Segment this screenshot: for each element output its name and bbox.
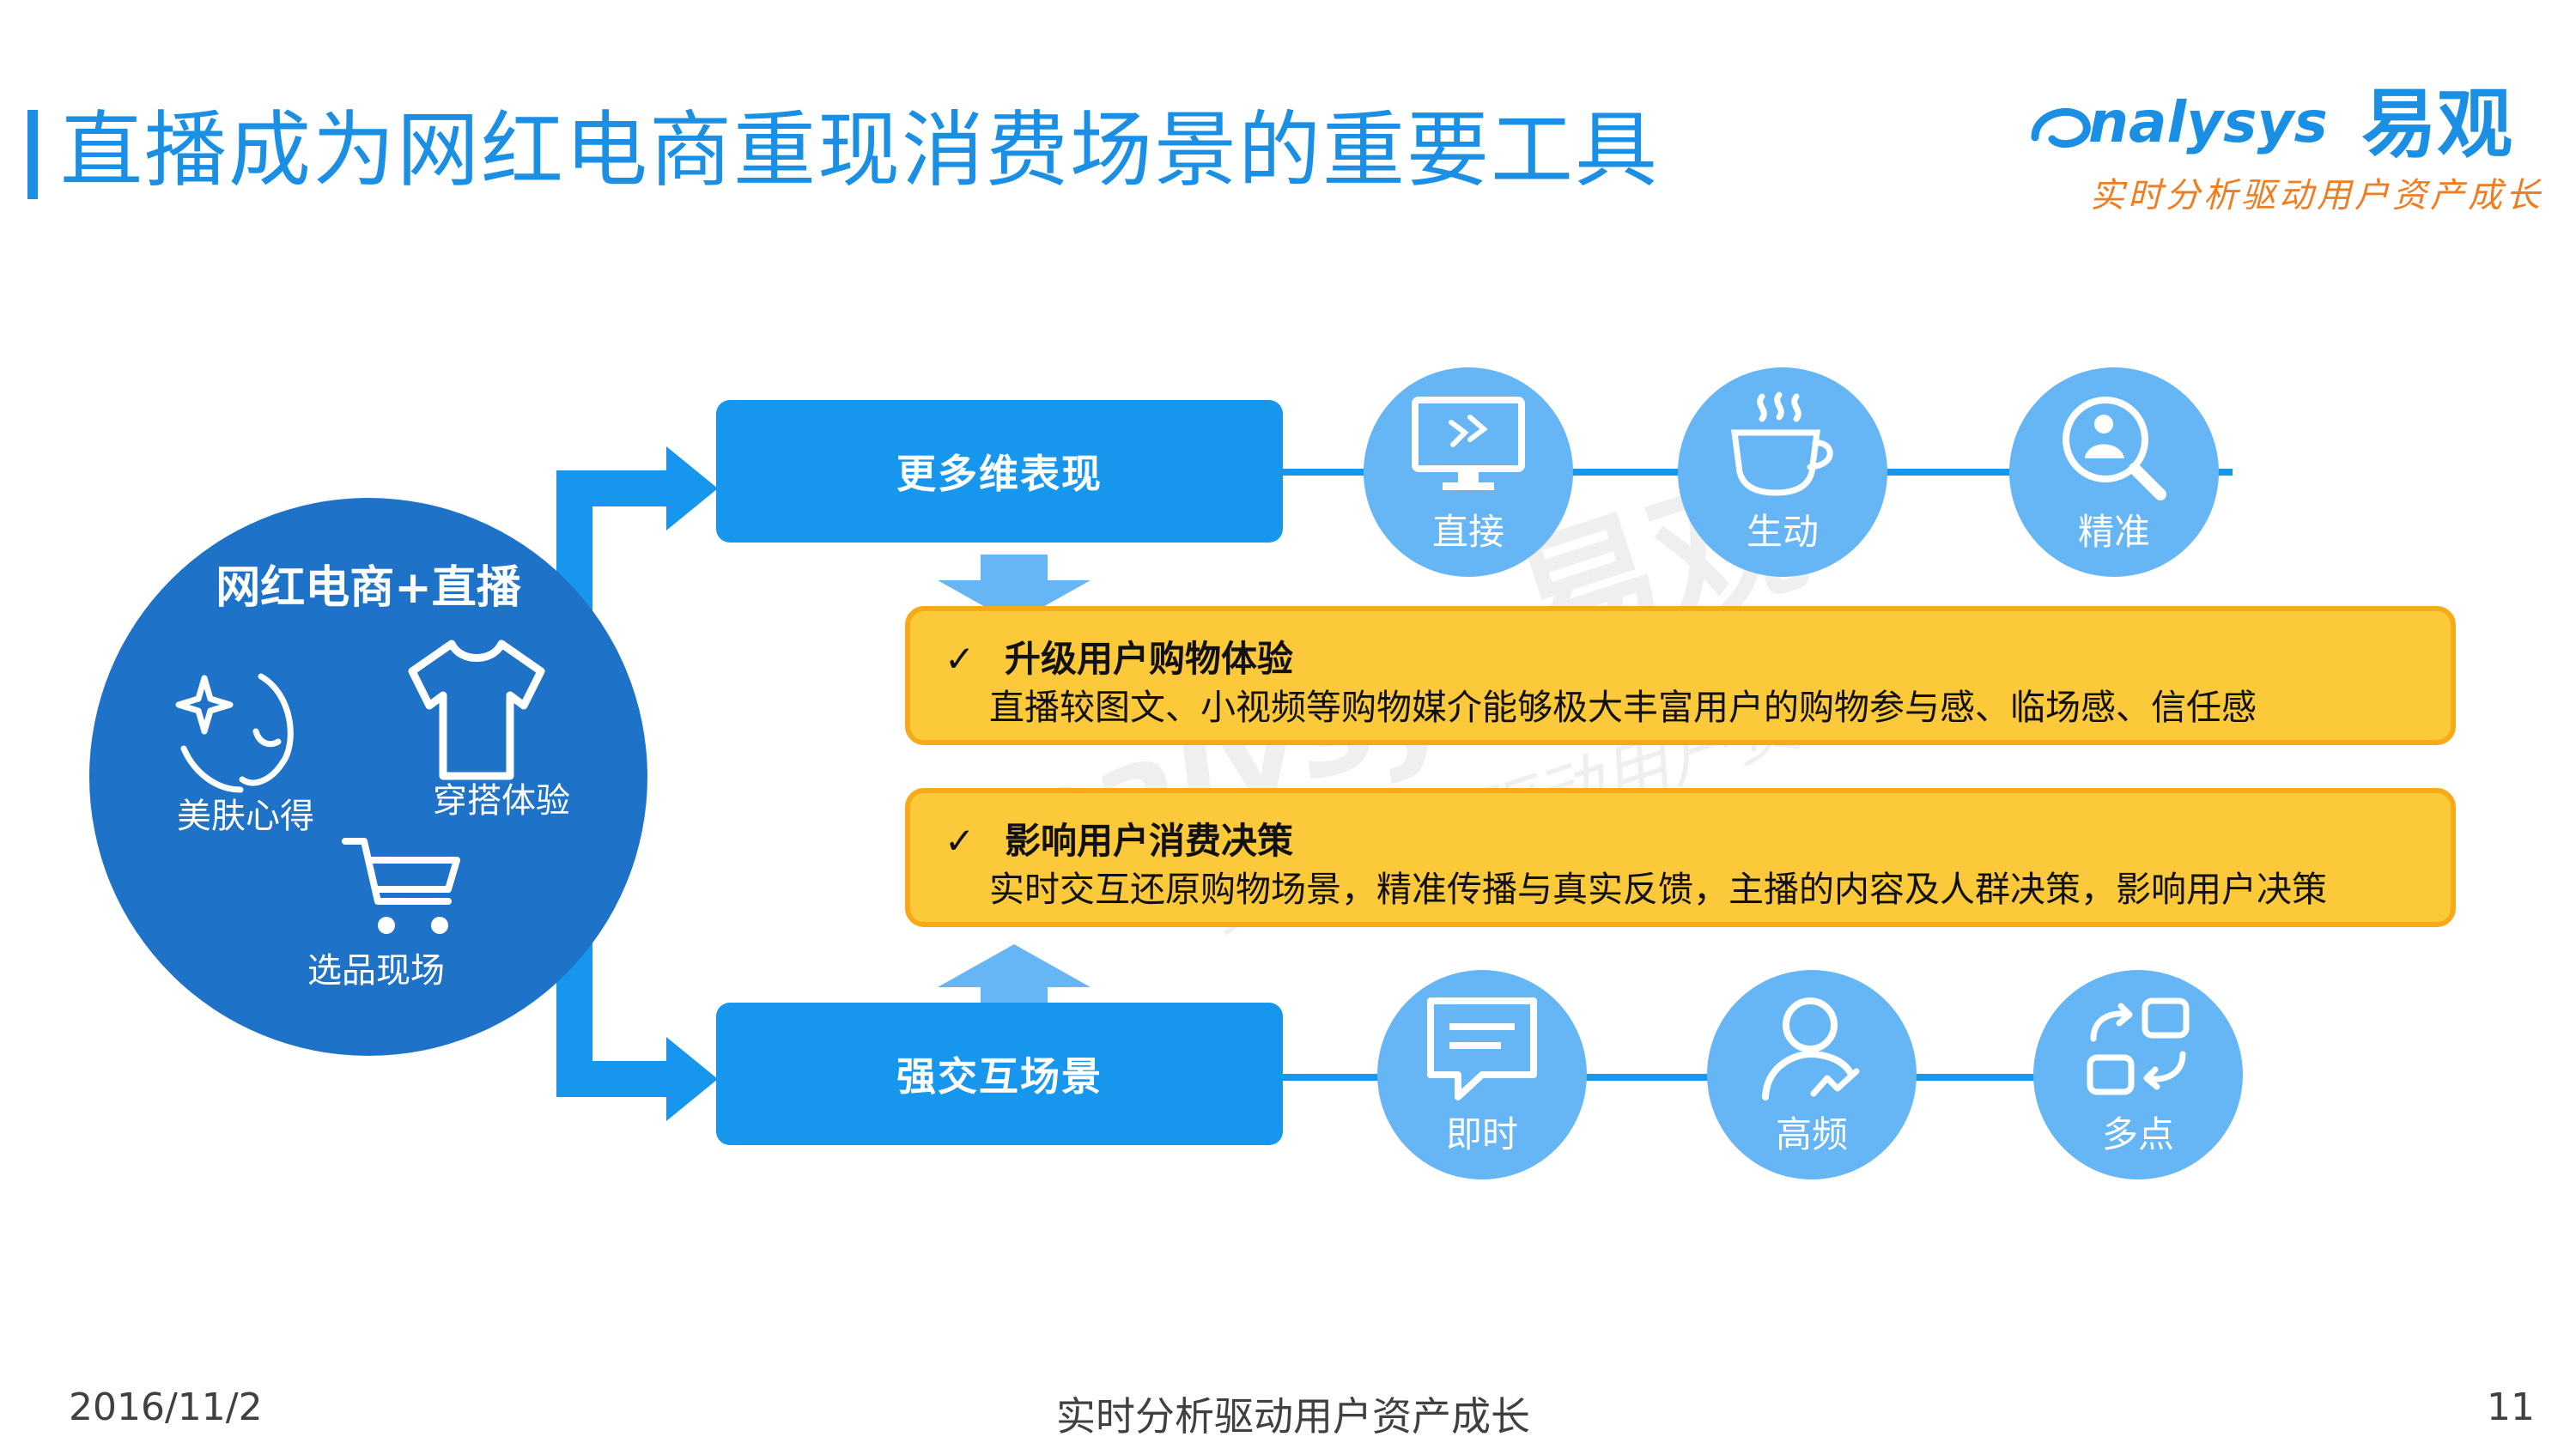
title-accent-bar [27,110,38,199]
arrow-top-head [666,446,718,530]
logo-text-cn: 易观 [2361,80,2513,168]
top-branch-box: 更多维表现 [716,400,1283,543]
logo-tagline: 实时分析驱动用户资产成长 [2090,176,2543,215]
bracket-bottom-arm [556,1061,668,1097]
callout-heading-text: 影响用户消费决策 [1005,820,1294,862]
multipoint-icon [2087,997,2190,1095]
callout-experience: ✓ 升级用户购物体验 直播较图文、小视频等购物媒介能够极大丰富用户的购物参与感、临… [905,606,2456,745]
icon-label: 即时 [1445,1113,1518,1155]
icon-circle-vivid: 生动 [1678,367,1887,577]
tshirt-icon [408,640,545,780]
message-icon [1427,997,1537,1100]
down-arrow-stem [981,555,1048,580]
item-label-outfit: 穿搭体验 [433,781,570,821]
icon-circle-multipoint: 多点 [2033,970,2243,1179]
circle-title: 网红电商+直播 [216,562,521,614]
callout-heading: ✓ 影响用户消费决策 [945,817,1293,865]
down-arrow-head [938,580,1091,623]
icon-circle-precise: 精准 [2009,367,2219,577]
analysys-logo: nalysys 易观 实时分析驱动用户资产成长 [2026,76,2542,221]
icon-label: 高频 [1775,1113,1848,1155]
shopping-cart-icon [342,838,460,934]
icon-label: 多点 [2101,1113,2174,1155]
icon-circle-direct: 直接 [1364,367,1573,577]
icon-circle-frequent: 高频 [1707,970,1917,1179]
bottom-branch-box: 强交互场景 [716,1003,1283,1145]
livestream-ecommerce-circle: 美肤心得 穿搭体验 选品现场 [89,498,647,1056]
icon-label: 精准 [2077,511,2150,553]
logo-text-en: nalysys [2088,89,2328,155]
bracket-top-arm [556,470,668,506]
check-icon: ✓ [945,638,975,680]
face-sparkle-icon [175,673,294,793]
monitor-icon [1412,397,1525,490]
user-activity-icon [1762,997,1860,1100]
arrow-bottom-head [666,1037,718,1121]
up-arrow-head [938,944,1091,987]
coffee-cup-icon [1731,391,1833,496]
callout-body: 直播较图文、小视频等购物媒介能够极大丰富用户的购物参与感、临场感、信任感 [989,687,2257,728]
page-title: 直播成为网红电商重现消费场景的重要工具 [60,102,1659,198]
callout-heading: ✓ 升级用户购物体验 [945,635,1293,683]
item-label-beauty: 美肤心得 [177,797,314,836]
icon-label: 直接 [1431,511,1504,553]
check-icon: ✓ [945,820,975,862]
callout-heading-text: 升级用户购物体验 [1005,638,1294,680]
footer-date: 2016/11/2 [69,1385,263,1429]
icon-circle-instant: 即时 [1377,970,1587,1179]
page-number: 11 [2487,1385,2535,1429]
callout-decision: ✓ 影响用户消费决策 实时交互还原购物场景，精准传播与真实反馈，主播的内容及人群决… [905,788,2456,927]
footer-tagline: 实时分析驱动用户资产成长 [1056,1393,1530,1440]
callout-body: 实时交互还原购物场景，精准传播与真实反馈，主播的内容及人群决策，影响用户决策 [989,869,2327,910]
icon-label: 生动 [1746,511,1819,553]
person-search-icon [2063,397,2166,500]
item-label-selection: 选品现场 [307,951,445,991]
logo-swoosh-icon [2031,108,2091,149]
